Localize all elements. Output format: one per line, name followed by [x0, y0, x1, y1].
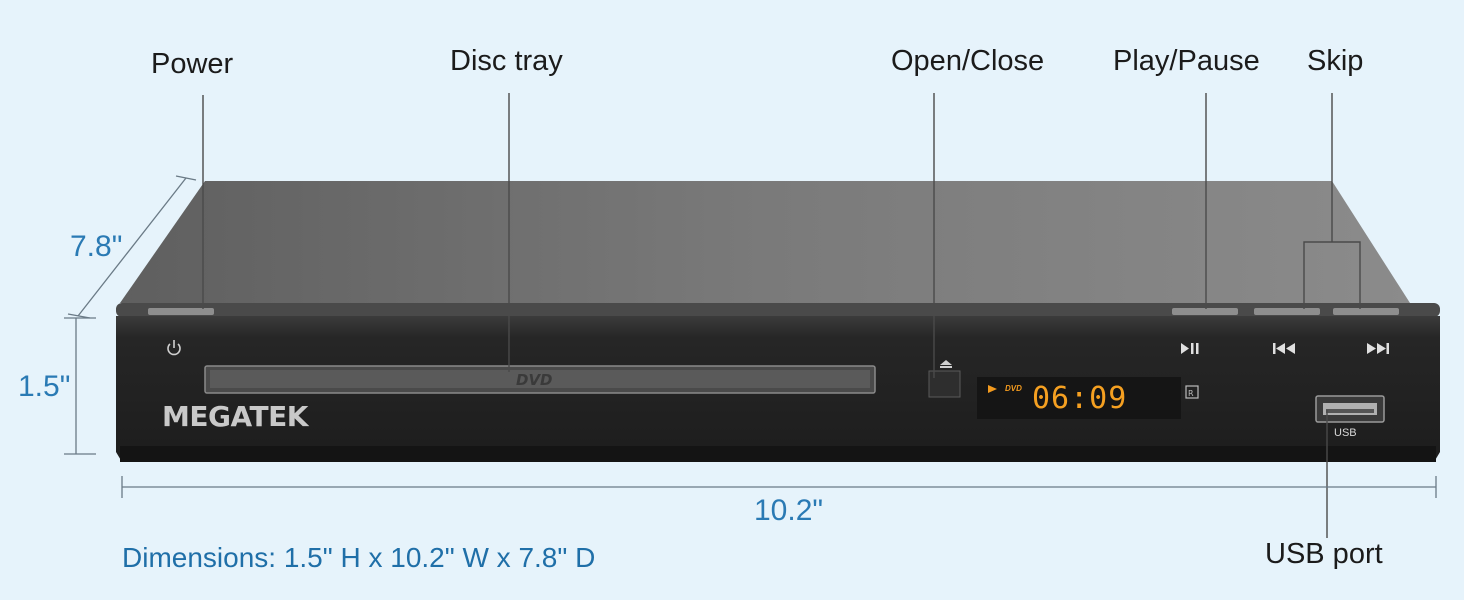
depth-dimension: 7.8" [70, 230, 123, 263]
dimension-lines [64, 175, 1437, 498]
callout-skip: Skip [1307, 45, 1364, 77]
svg-text:R: R [1188, 389, 1194, 398]
height-dimension: 1.5" [18, 370, 71, 403]
skip-back-icon [1273, 343, 1295, 354]
device-base [120, 446, 1436, 462]
device-top-edge [116, 303, 1440, 317]
ir-icon: R [1185, 385, 1199, 399]
display-window [977, 377, 1181, 419]
skip-back-button[interactable] [1254, 308, 1320, 315]
callout-open-close: Open/Close [891, 45, 1045, 77]
brand-logo: MEGATEK [162, 400, 308, 433]
callout-usb-port: USB port [1265, 538, 1383, 570]
callout-lines [202, 93, 1361, 538]
power-icon [167, 340, 181, 356]
dimensions-summary: Dimensions: 1.5" H x 10.2" W x 7.8" D [122, 542, 596, 573]
callout-power: Power [151, 48, 234, 80]
play-pause-button[interactable] [1172, 308, 1238, 315]
display-time: 06:09 [1032, 381, 1128, 416]
usb-port[interactable] [1315, 395, 1385, 423]
eject-icon [940, 360, 952, 368]
display-mode-text: DVD [1005, 384, 1022, 393]
width-dimension: 10.2" [754, 494, 824, 527]
skip-forward-icon [1367, 343, 1389, 354]
callout-disc-tray: Disc tray [450, 45, 563, 77]
callout-play-pause: Play/Pause [1113, 45, 1260, 77]
device-top [120, 181, 1410, 303]
play-indicator-icon [988, 385, 997, 393]
disc-tray-label: DVD [516, 371, 553, 389]
power-button[interactable] [148, 308, 214, 315]
usb-label: USB [1334, 427, 1357, 439]
skip-forward-button[interactable] [1333, 308, 1399, 315]
play-pause-icon [1181, 343, 1199, 354]
